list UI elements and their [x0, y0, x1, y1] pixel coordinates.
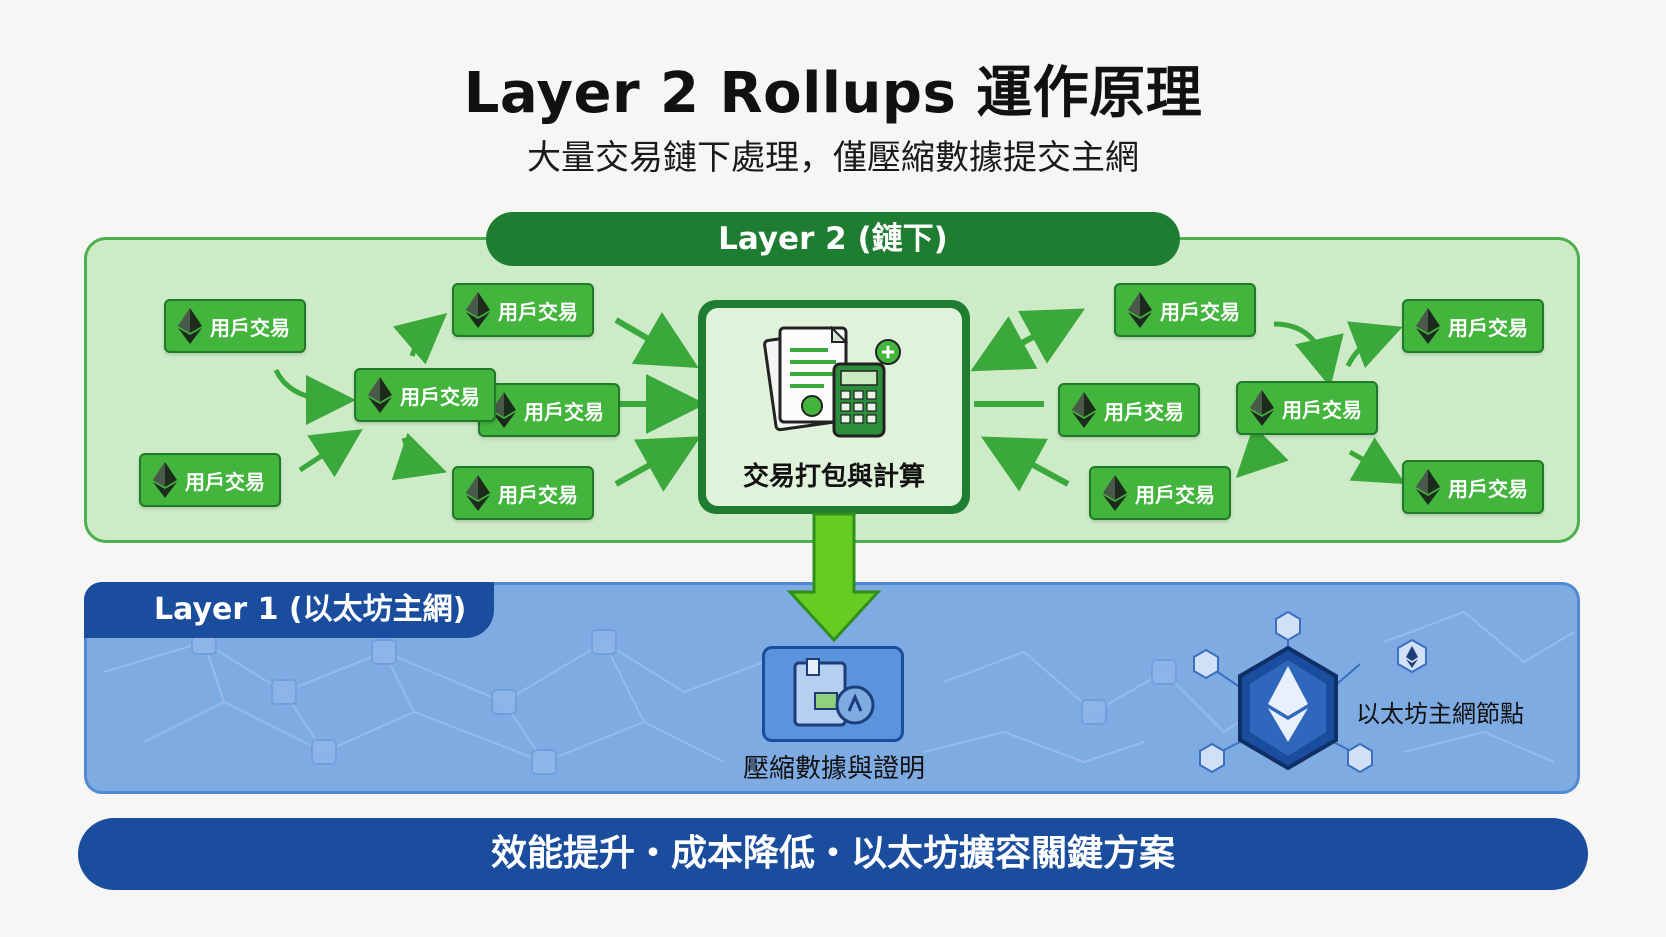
- user-transaction-box: 用戶交易: [1236, 381, 1378, 435]
- transaction-label: 用戶交易: [400, 384, 480, 409]
- flow-arrow: [298, 429, 363, 478]
- documents-calculator-icon: [763, 325, 901, 438]
- flow-arrow: [614, 436, 701, 492]
- user-transaction-box: 用戶交易: [1402, 460, 1544, 514]
- page-title: Layer 2 Rollups 運作原理: [463, 61, 1203, 126]
- transaction-label: 用戶交易: [1135, 482, 1215, 507]
- user-transaction-box: 用戶交易: [164, 299, 306, 353]
- ethereum-icon: [492, 392, 516, 428]
- layer2-label: Layer 2 (鏈下): [486, 212, 1180, 266]
- validator-node-icon: [1347, 742, 1373, 774]
- ethereum-icon: [1416, 308, 1440, 344]
- network-backdrop: [103, 610, 1575, 775]
- ethereum-icon: [153, 462, 177, 498]
- page-subtitle: 大量交易鏈下處理，僅壓縮數據提交主網: [527, 138, 1139, 178]
- validator-node-icon: [1199, 742, 1225, 774]
- validator-node-icon: [1275, 610, 1301, 642]
- flow-arrow: [1273, 321, 1344, 388]
- user-transaction-box: 用戶交易: [478, 383, 620, 437]
- ethereum-icon: [368, 377, 392, 413]
- ethereum-icon: [466, 292, 490, 328]
- ethereum-icon: [1072, 392, 1096, 428]
- flow-arrow: [1348, 437, 1406, 485]
- flow-arrow: [1345, 321, 1403, 369]
- flow-arrow: [392, 312, 448, 365]
- transaction-label: 用戶交易: [1448, 315, 1528, 340]
- ethereum-icon: [1103, 475, 1127, 511]
- transaction-label: 用戶交易: [498, 482, 578, 507]
- user-transaction-box: 用戶交易: [452, 466, 594, 520]
- transaction-label: 用戶交易: [210, 315, 290, 340]
- benefits-banner: 效能提升・成本降低・以太坊擴容關鍵方案: [78, 818, 1588, 890]
- compressed-file-icon: [793, 658, 875, 727]
- user-transaction-box: 用戶交易: [354, 368, 496, 422]
- flow-arrow: [970, 308, 1086, 372]
- batch-compute-inner: 交易打包與計算: [706, 308, 962, 506]
- user-transaction-box: 用戶交易: [1058, 383, 1200, 437]
- flow-arrow: [614, 311, 699, 369]
- flow-arrow: [980, 436, 1070, 492]
- transaction-label: 用戶交易: [498, 299, 578, 324]
- transaction-label: 用戶交易: [1448, 476, 1528, 501]
- flow-arrow: [391, 432, 447, 481]
- flow-arrow: [1235, 425, 1289, 479]
- compressed-data-label: 壓縮數據與證明: [742, 754, 925, 784]
- ethereum-icon: [466, 475, 490, 511]
- transaction-label: 用戶交易: [1282, 397, 1362, 422]
- ethereum-icon: [1128, 292, 1152, 328]
- ethereum-icon: [1250, 390, 1274, 426]
- flow-arrow: [273, 368, 356, 425]
- validator-node-icon: [1193, 648, 1219, 680]
- ethereum-icon: [1416, 469, 1440, 505]
- user-transaction-box: 用戶交易: [139, 453, 281, 507]
- user-transaction-box: 用戶交易: [1114, 283, 1256, 337]
- transaction-label: 用戶交易: [185, 469, 265, 494]
- layer1-label: Layer 1 (以太坊主網): [84, 582, 494, 638]
- compressed-data-box: [762, 646, 904, 742]
- user-transaction-box: 用戶交易: [1402, 299, 1544, 353]
- ethereum-icon: [178, 308, 202, 344]
- user-transaction-box: 用戶交易: [452, 283, 594, 337]
- transaction-label: 用戶交易: [524, 399, 604, 424]
- user-transaction-box: 用戶交易: [1089, 466, 1231, 520]
- transaction-label: 用戶交易: [1104, 399, 1184, 424]
- transaction-label: 用戶交易: [1160, 299, 1240, 324]
- ethereum-node-label: 以太坊主網節點: [1356, 700, 1524, 728]
- batch-compute-box: 交易打包與計算: [698, 300, 970, 514]
- batch-compute-label: 交易打包與計算: [742, 462, 925, 492]
